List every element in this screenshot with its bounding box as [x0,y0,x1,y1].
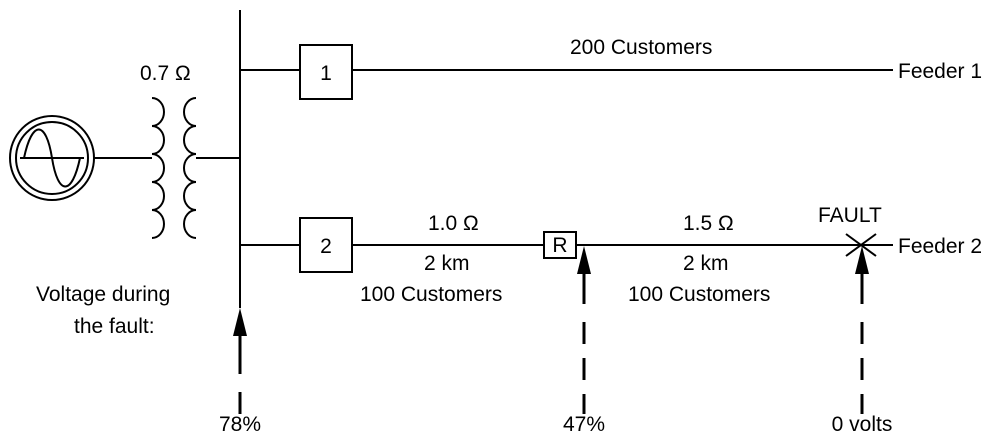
section2-resistance: 1.5 Ω [683,212,734,235]
transformer-resistance-label: 0.7 Ω [140,62,191,85]
voltage-caption-line1: Voltage during [36,283,170,306]
voltage-caption-line2: the fault: [74,315,155,338]
section2-customers: 100 Customers [628,283,770,306]
feeder1-customers: 200 Customers [570,36,712,59]
feeder1-name: Feeder 1 [898,60,982,83]
breaker-1 [299,44,353,100]
recloser-label: R [552,234,567,257]
feeder2-name: Feeder 2 [898,235,982,258]
section1-length: 2 km [424,252,470,275]
fault-voltage-arrow [855,246,869,414]
breaker-1-label: 1 [320,62,332,85]
generator-icon [9,115,95,201]
section1-resistance: 1.0 Ω [428,212,479,235]
bus-voltage-arrow [233,308,247,414]
fault-voltage-reading: 0 volts [832,413,893,435]
recloser-voltage-arrow [577,246,591,414]
recloser-voltage-reading: 47% [563,413,605,435]
transformer-icon [151,97,197,239]
fault-label: FAULT [818,204,882,227]
section1-customers: 100 Customers [360,283,502,306]
bus-voltage-reading: 78% [219,413,261,435]
breaker-2-label: 2 [320,235,332,258]
fault-marker-icon [845,233,877,257]
section2-length: 2 km [683,252,729,275]
